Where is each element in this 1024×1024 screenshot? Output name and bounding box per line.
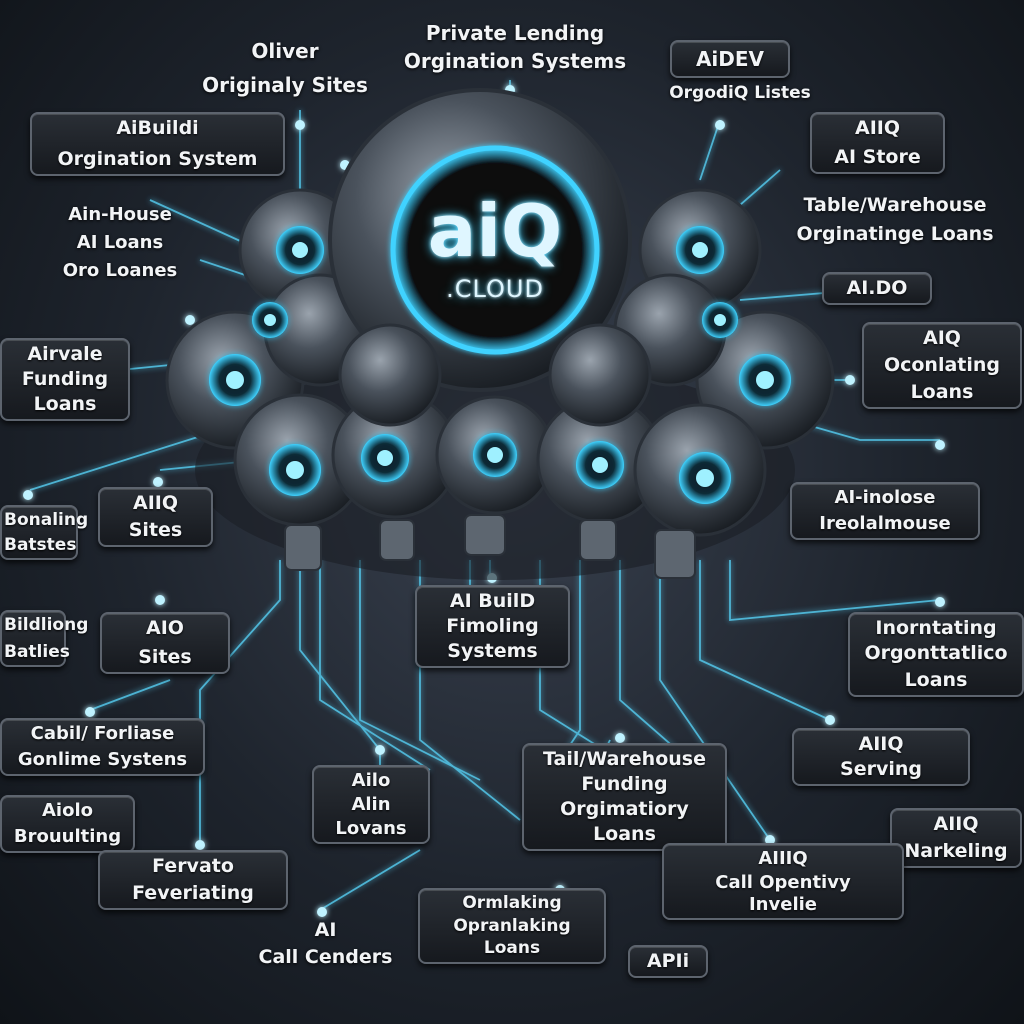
label-ai-call: AI Call Cenders <box>258 919 393 968</box>
label-aiq-store: AIIQ AI Store <box>810 112 945 174</box>
label-aidev-sub: OrgodiQ Listes <box>669 83 811 103</box>
label-aio-sites: AIO Sites <box>100 612 230 674</box>
hub-subtitle: .CLOUD <box>446 275 544 303</box>
label-airvale: Airvale Funding Loans <box>0 338 130 421</box>
label-ai-build: AI BuilD Fimoling Systems <box>415 585 570 668</box>
label-cabil: Cabil/ Forliase Gonlime Systens <box>0 718 205 776</box>
label-ai-inolose: AI-inolose Ireolalmouse <box>790 482 980 540</box>
hub-brand: aiQ <box>427 189 563 273</box>
hub-logo: aiQ .CLOUD <box>400 195 590 303</box>
label-aidev: AiDEV <box>670 40 790 78</box>
label-inorntating: Inorntating Orgonttatlico Loans <box>848 612 1024 697</box>
label-private-lending: Private Lending Orgination Systems <box>403 21 627 73</box>
label-ailo: Ailo Alin Lovans <box>312 765 430 845</box>
label-api: APIi <box>628 945 708 978</box>
label-ai-do: AI.DO <box>822 272 932 305</box>
cloud-hub <box>165 88 835 580</box>
label-aiiiq-call: AIIIQ Call Opentivy Invelie <box>662 843 904 921</box>
label-aibuildi: AiBuildi Orgination System <box>30 112 285 176</box>
label-fervato: Fervato Feveriating <box>98 850 288 910</box>
label-aiq-serving: AIIQ Serving <box>792 728 970 786</box>
label-left-partial-1: Bonaling Batstes <box>0 505 88 561</box>
label-tail-warehouse: Tail/Warehouse Funding Orgimatiory Loans <box>522 743 727 851</box>
label-left-partial-2: Bildliong Batlies <box>0 610 88 668</box>
label-aiq-narkeling: AIIQ Narkeling <box>890 808 1022 868</box>
label-aiiq-sites: AIIQ Sites <box>98 487 213 547</box>
label-aiq-oconlating: AIQ Oconlating Loans <box>862 322 1022 409</box>
label-ain-house: Ain-House AI Loans Oro Loanes <box>62 204 178 281</box>
label-aiolo: Aiolo Brouulting <box>0 795 135 853</box>
label-table-warehouse: Table/Warehouse Orginatinge Loans <box>796 194 994 245</box>
label-ormlaking: Ormlaking Opranlaking Loans <box>418 888 606 965</box>
label-oliver: Oliver Originaly Sites <box>202 39 368 97</box>
